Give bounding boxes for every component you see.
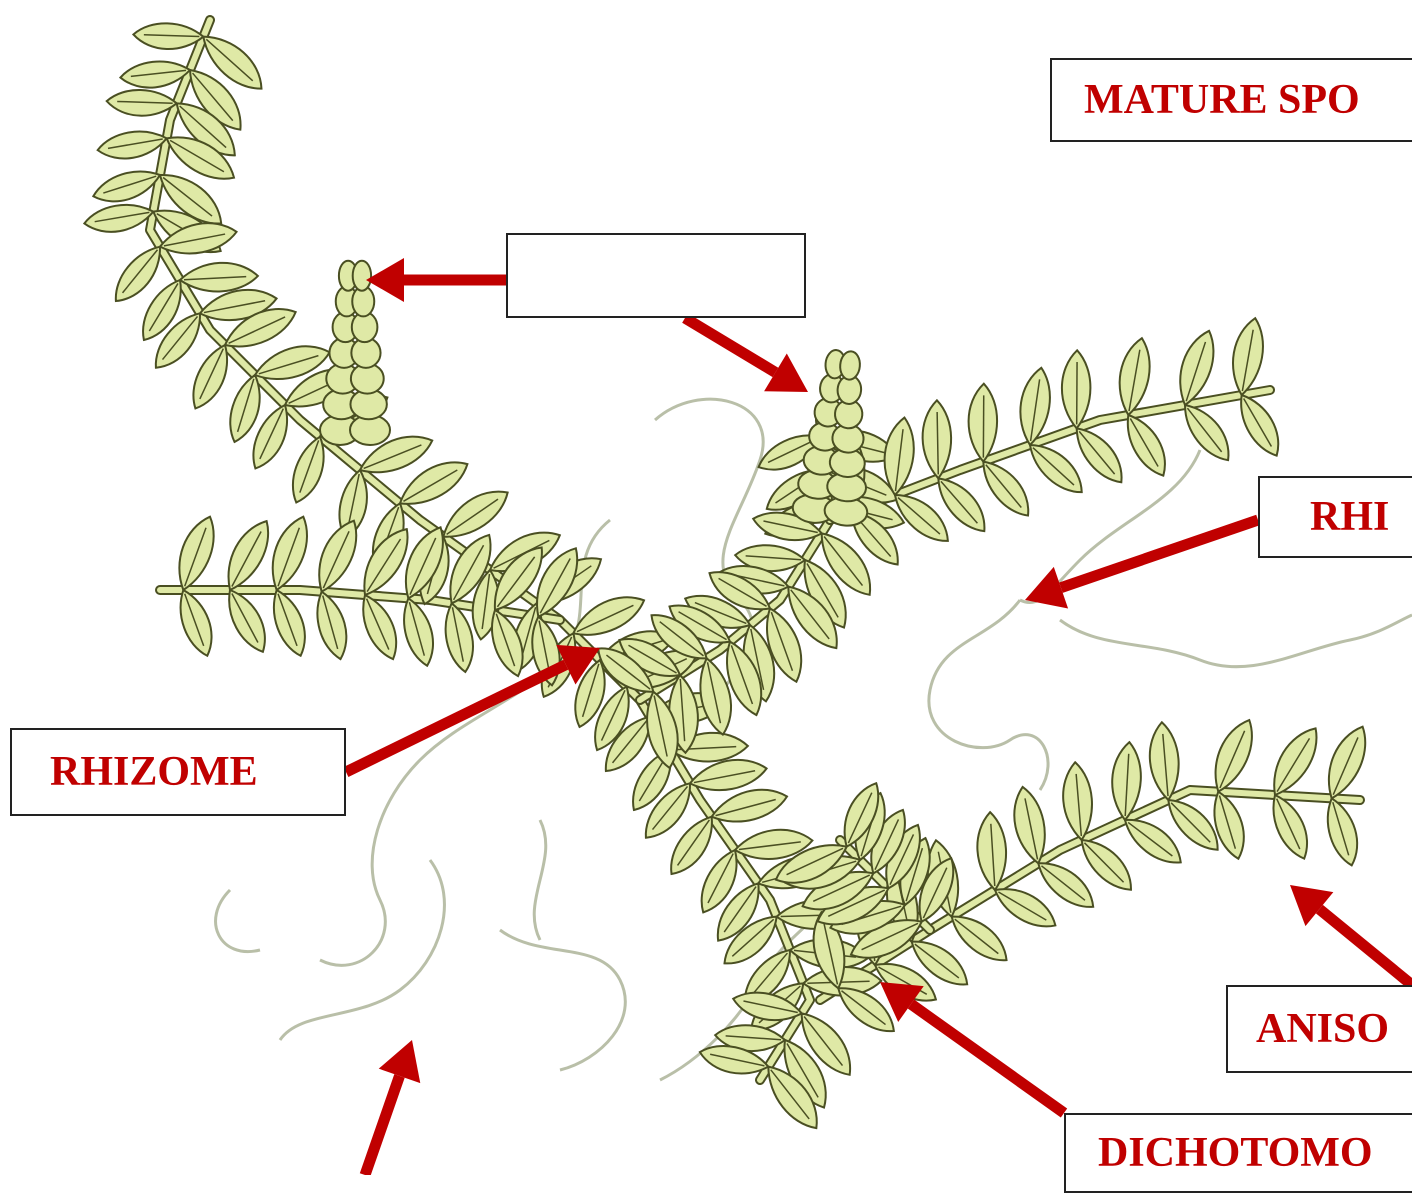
leaf [172, 585, 220, 660]
leaf [179, 261, 258, 293]
root-filament [280, 860, 444, 1040]
arrow [365, 1040, 420, 1175]
leaf [397, 595, 441, 669]
arrow-shaft [1319, 909, 1412, 985]
leaf [1205, 714, 1262, 797]
arrow [880, 982, 1064, 1113]
leaf [310, 588, 354, 662]
leaf [1320, 794, 1365, 868]
root-filament [929, 600, 1048, 790]
label-aniso-text: ANISO [1256, 1005, 1389, 1053]
label-blank-box [506, 233, 806, 318]
leaf [1147, 721, 1182, 801]
leaf [1207, 788, 1252, 862]
leaf [133, 22, 204, 50]
leaf [217, 514, 279, 596]
plant-shoots [82, 20, 1375, 1136]
leaf [265, 585, 313, 660]
leaf [1062, 350, 1091, 428]
leaf-blade [263, 512, 316, 595]
arrow [1290, 885, 1412, 985]
label-dichotomous: DICHOTOMO [1064, 1113, 1412, 1193]
sporophyll [353, 261, 371, 291]
leaf [1227, 316, 1269, 398]
leaf [968, 384, 997, 462]
leaf [1114, 336, 1156, 418]
leaf [974, 453, 1038, 523]
leaf-blade [179, 261, 258, 293]
leaf [922, 400, 952, 479]
label-mature-sporophyll: MATURE SPO [1050, 58, 1412, 142]
leaf [1318, 721, 1375, 804]
root-filament [534, 820, 546, 940]
arrow-shaft [1061, 520, 1258, 588]
leaf-blade [169, 512, 222, 595]
leaf-blade [1147, 721, 1182, 801]
leaf [96, 126, 169, 163]
leaf [1175, 397, 1238, 468]
leaf [82, 200, 155, 237]
arrow-shaft [346, 665, 566, 772]
label-rhiz-text: RHI [1310, 493, 1389, 541]
root-filament [500, 930, 625, 1070]
leaf [1060, 761, 1095, 841]
label-rhizophore: RHI [1258, 476, 1412, 558]
leaf [106, 89, 177, 117]
label-rhizome-text: RHIZOME [50, 748, 258, 796]
root-filament [216, 890, 260, 952]
arrow [1025, 520, 1258, 608]
label-rhizome: RHIZOME [10, 728, 346, 816]
arrow-shaft [685, 318, 775, 372]
arrow [366, 258, 506, 302]
leaf [263, 512, 316, 595]
arrow-shaft [911, 1004, 1064, 1113]
leaf-blade [1060, 761, 1095, 841]
root-filament [1060, 615, 1412, 667]
label-mature-text: MATURE SPO [1084, 76, 1360, 124]
leaf-blade [922, 400, 952, 479]
arrow-shaft [365, 1076, 400, 1175]
label-anisophylly: ANISO [1226, 985, 1412, 1073]
arrow [685, 318, 808, 392]
arrow [346, 645, 600, 772]
leaf [169, 512, 222, 595]
label-dicho-text: DICHOTOMO [1098, 1129, 1373, 1177]
